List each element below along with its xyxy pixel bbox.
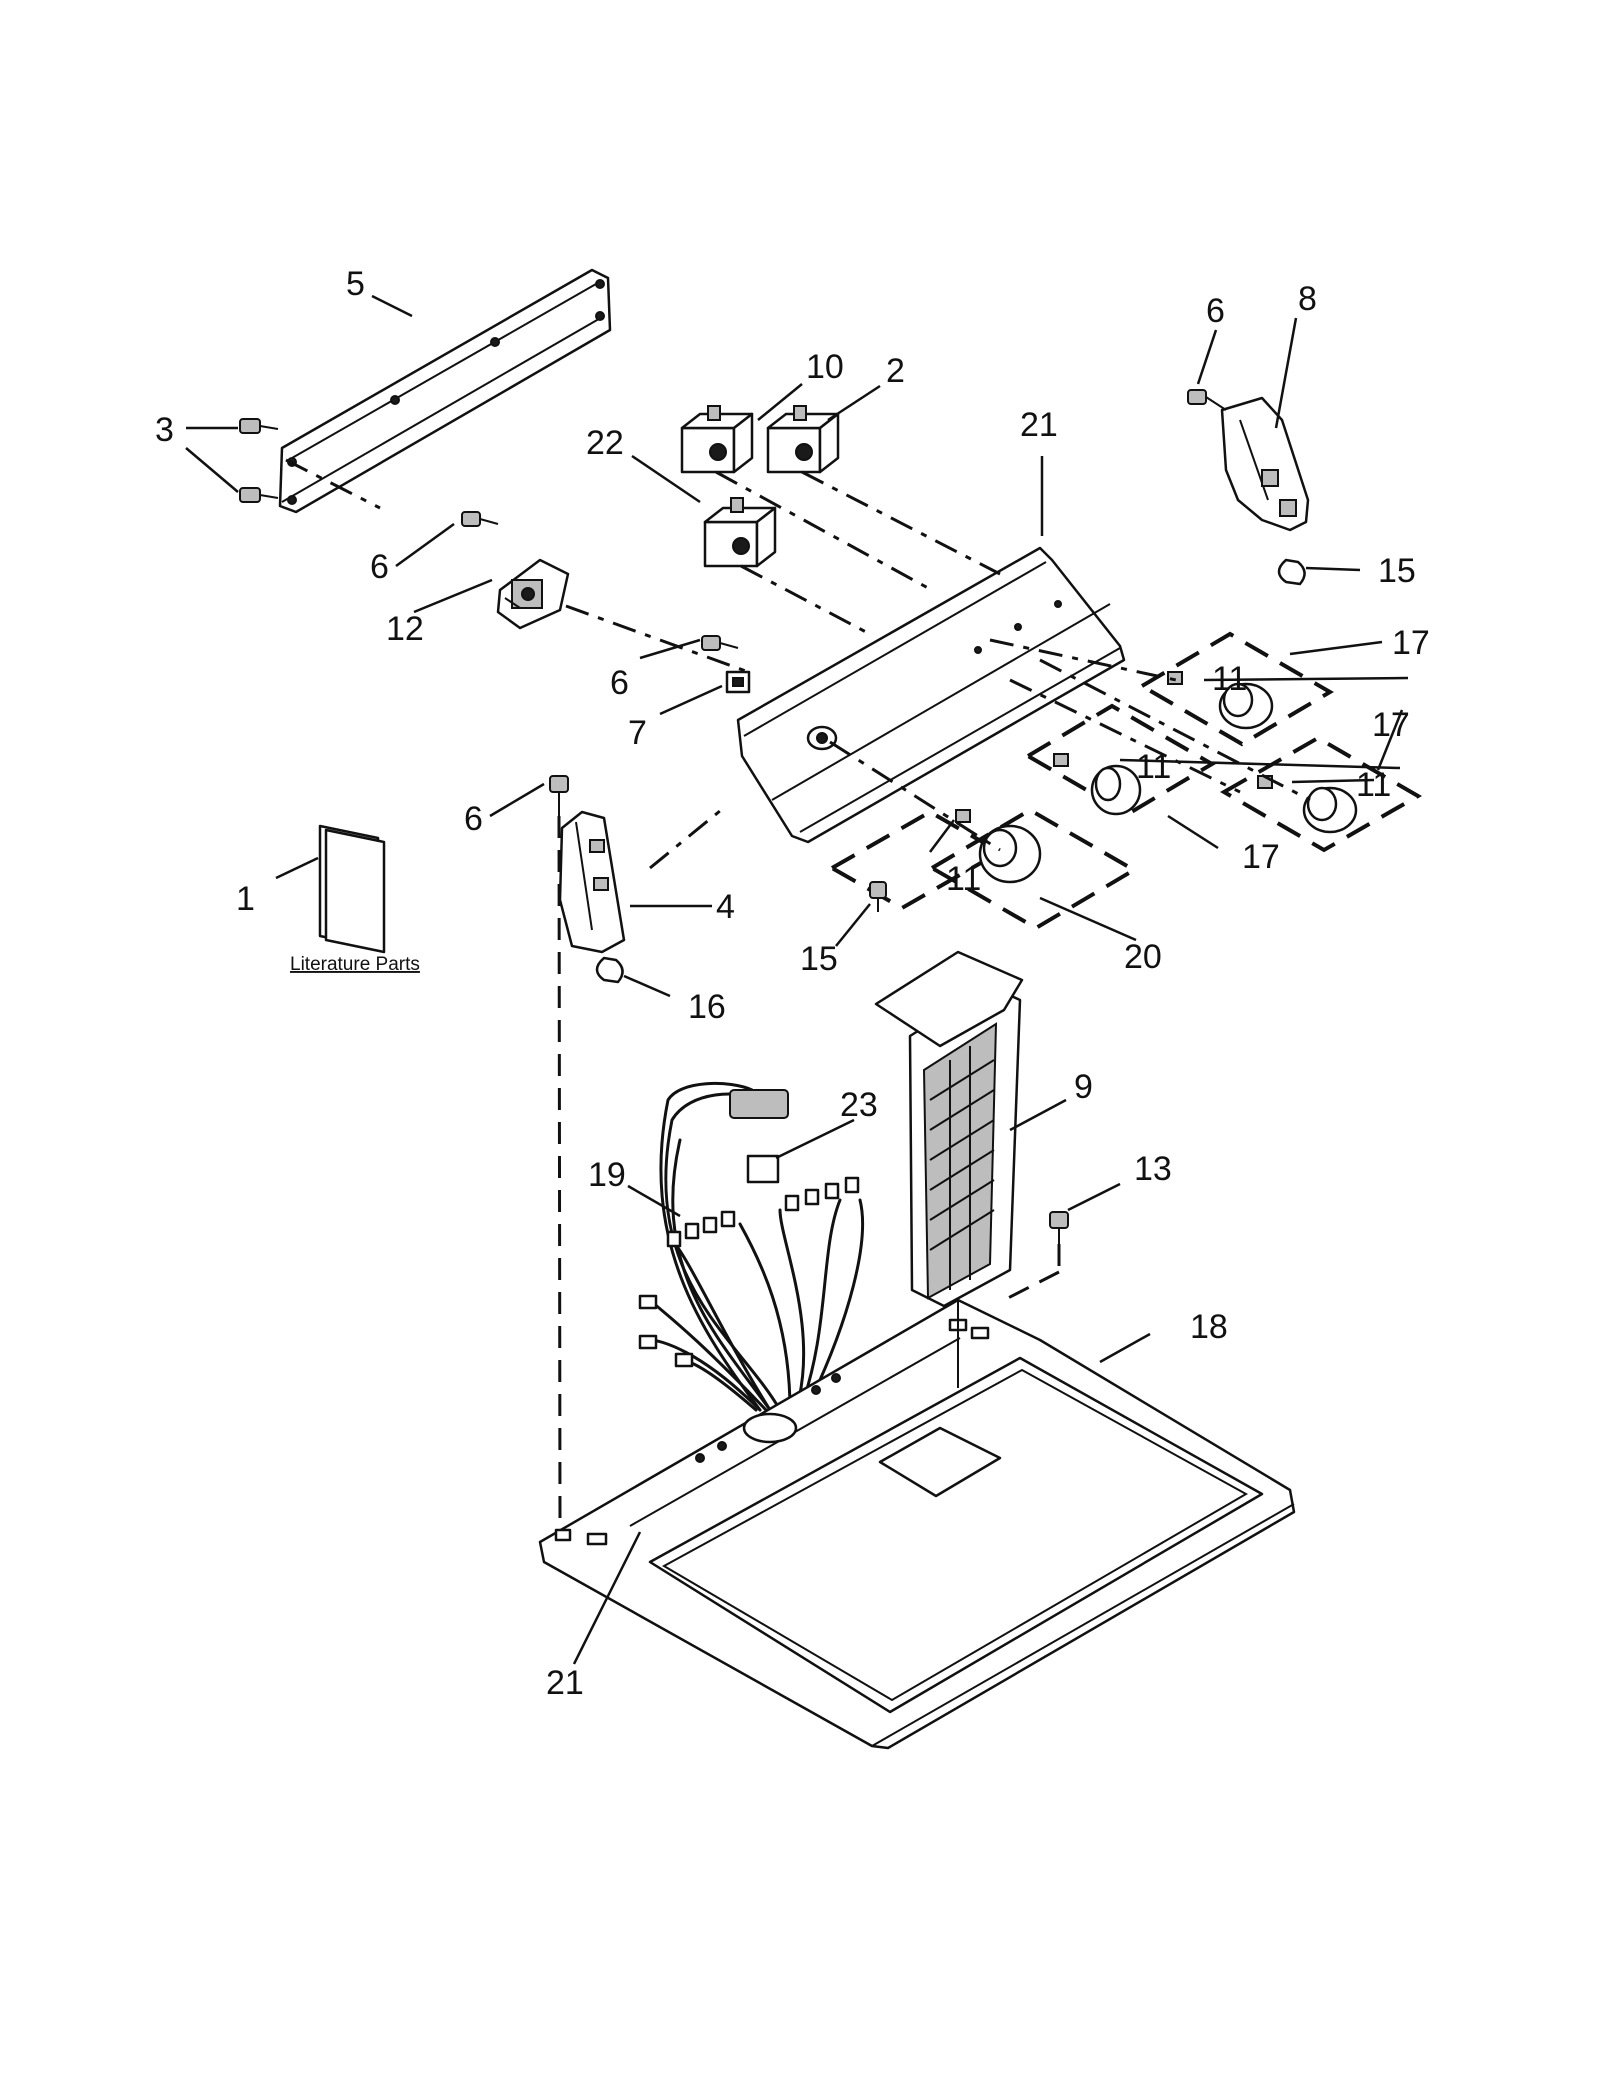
callout-2: 2 bbox=[886, 352, 905, 390]
callout-15-right: 15 bbox=[1378, 552, 1416, 590]
end-cap-4 bbox=[558, 810, 626, 954]
screw-6-bracket bbox=[1187, 389, 1227, 411]
screw-3-lower bbox=[239, 487, 279, 503]
callout-22: 22 bbox=[586, 424, 624, 462]
leader-arrows bbox=[185, 294, 1409, 1665]
bracket-8 bbox=[1220, 396, 1310, 532]
callout-6-clip: 6 bbox=[610, 664, 629, 702]
knob-box-17-right bbox=[1219, 735, 1423, 853]
screw-6-timer bbox=[461, 511, 499, 527]
callout-17-bottom: 17 bbox=[1242, 838, 1280, 876]
callout-6-bracket: 6 bbox=[1206, 292, 1225, 330]
switch-2 bbox=[766, 405, 840, 474]
callout-12: 12 bbox=[386, 610, 424, 648]
callout-labels: 5 3 10 2 22 21 6 8 15 17 17 11 11 11 11 … bbox=[155, 265, 1430, 1702]
callout-5: 5 bbox=[346, 265, 365, 303]
callout-6-timer: 6 bbox=[370, 548, 389, 586]
top-panel-16 bbox=[538, 1298, 1296, 1750]
clip-15-right bbox=[1277, 558, 1306, 586]
callout-20: 21 bbox=[1020, 406, 1058, 444]
switch-9 bbox=[680, 405, 754, 474]
callout-14: 15 bbox=[800, 940, 838, 978]
screw-6-clip bbox=[701, 635, 739, 651]
screw-14 bbox=[869, 881, 887, 912]
callout-8: 8 bbox=[1298, 280, 1317, 318]
callout-13: 13 bbox=[1134, 1150, 1172, 1188]
callout-11-top: 11 bbox=[1212, 660, 1247, 698]
callout-10: 9 bbox=[1074, 1068, 1093, 1106]
callout-11-mid: 11 bbox=[1136, 748, 1171, 786]
callout-17-top: 17 bbox=[1392, 624, 1430, 662]
callout-15-left: 16 bbox=[688, 988, 726, 1026]
knob-right bbox=[1257, 775, 1358, 834]
knob-box-17-mid bbox=[1024, 703, 1216, 817]
screw-13 bbox=[1049, 1211, 1069, 1244]
callout-21: 21 bbox=[546, 1664, 584, 1702]
screw-6-endcap bbox=[549, 775, 569, 816]
knob-box-17-top bbox=[1138, 631, 1334, 747]
knob-top bbox=[1167, 671, 1274, 730]
callout-19: 20 bbox=[1124, 938, 1162, 976]
lint-screen-10 bbox=[874, 950, 1024, 1308]
callout-4: 4 bbox=[716, 888, 735, 926]
callout-11-right: 11 bbox=[1356, 766, 1391, 804]
rear-console-panel bbox=[278, 268, 612, 514]
literature-parts-label: Literature Parts bbox=[290, 954, 420, 975]
callout-9: 10 bbox=[806, 348, 844, 386]
clip-7 bbox=[725, 670, 751, 694]
callout-7: 7 bbox=[628, 714, 647, 752]
lint-screen-mesh bbox=[929, 1046, 995, 1290]
knob-mid bbox=[1053, 753, 1142, 816]
wire-harness-18 bbox=[638, 1081, 864, 1412]
switch-22 bbox=[703, 497, 777, 568]
callout-17-right: 17 bbox=[1372, 706, 1410, 744]
clip-15-left bbox=[595, 956, 624, 984]
screw-3-upper bbox=[239, 418, 279, 434]
callout-1: 1 bbox=[236, 880, 255, 918]
callout-3: 3 bbox=[155, 411, 174, 449]
knob-19 bbox=[955, 809, 1042, 884]
callout-16: 18 bbox=[1190, 1308, 1228, 1346]
callout-23: 23 bbox=[840, 1086, 878, 1124]
explosion-lines bbox=[285, 458, 1311, 1531]
callout-11-lower: 11 bbox=[946, 860, 981, 898]
callout-6-endcap: 6 bbox=[464, 800, 483, 838]
callout-18: 19 bbox=[588, 1156, 626, 1194]
timer-12 bbox=[496, 558, 570, 630]
console-20 bbox=[736, 546, 1126, 844]
literature-parts bbox=[318, 824, 386, 954]
